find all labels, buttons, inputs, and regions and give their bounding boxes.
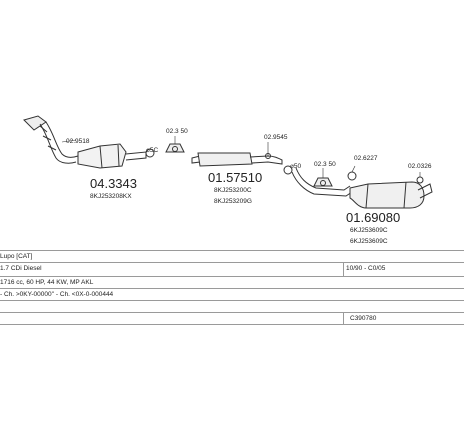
- clamp-label: ⌀5C: [146, 147, 159, 154]
- oe-number-rear-silencer: 6KJ253609C: [350, 238, 388, 245]
- rubber-hanger-icon: [313, 168, 333, 187]
- middle-silencer-icon: [191, 142, 283, 167]
- oe-number-middle-silencer: 8KJ253200C: [214, 187, 252, 194]
- rubber-hanger-icon: [347, 165, 357, 181]
- vehicle-years: 10/90 - C0/05: [346, 265, 386, 272]
- vehicle-code: C390780: [350, 315, 377, 322]
- vehicle-chassis: - Ch. >0KY-00000'' - Ch. <0X-0-000444: [0, 291, 114, 298]
- oe-number-middle-silencer: 8KJ253209G: [214, 198, 252, 205]
- table-bottom-border: [0, 324, 464, 325]
- vehicle-model-row: Lupo [CAT]: [0, 250, 464, 262]
- part-number-hanger-5: 02.0326: [408, 163, 432, 170]
- rear-pipe-icon: [291, 167, 353, 197]
- part-number-hanger-1: 02.3 50: [166, 128, 188, 135]
- vehicle-chassis-row: - Ch. >0KY-00000'' - Ch. <0X-0-000444: [0, 288, 464, 300]
- leader-line: [61, 139, 77, 143]
- oe-number-rear-silencer: 6KJ253609C: [350, 227, 388, 234]
- clamp-label: ⌀50: [290, 163, 302, 170]
- oe-number-catalyst: 8KJ253208KX: [90, 193, 132, 200]
- clamp-icon: [145, 148, 155, 158]
- part-number-hanger-2: 02.9545: [264, 134, 288, 141]
- part-number-catalyst: 04.3343: [90, 176, 137, 191]
- vehicle-engine-row: 1.7 CDi Diesel 10/90 - C0/05: [0, 262, 464, 274]
- column-divider: [343, 312, 344, 324]
- catalytic-converter-icon: [77, 143, 147, 169]
- clamp-icon: [283, 165, 293, 175]
- vehicle-code-row: C390780: [0, 312, 464, 324]
- part-number-front-pipe: 02.9518: [66, 138, 90, 145]
- vehicle-engine: 1.7 CDi Diesel: [0, 265, 42, 272]
- rubber-hanger-icon: [416, 172, 424, 184]
- part-number-rear-silencer: 01.69080: [346, 210, 400, 225]
- part-number-hanger-4: 02.6227: [354, 155, 378, 162]
- rear-silencer-icon: [349, 181, 433, 209]
- front-pipe-with-flange-icon: [23, 115, 79, 164]
- vehicle-spec-row: 1716 cc, 60 HP, 44 KW, MP AKL: [0, 276, 464, 288]
- vehicle-spec: 1716 cc, 60 HP, 44 KW, MP AKL: [0, 279, 94, 286]
- column-divider: [343, 262, 344, 276]
- part-number-middle-silencer: 01.57510: [208, 170, 262, 185]
- rubber-hanger-icon: [165, 136, 185, 153]
- vehicle-model: Lupo [CAT]: [0, 253, 33, 260]
- part-number-hanger-3: 02.3 50: [314, 161, 336, 168]
- blank-row: [0, 300, 464, 312]
